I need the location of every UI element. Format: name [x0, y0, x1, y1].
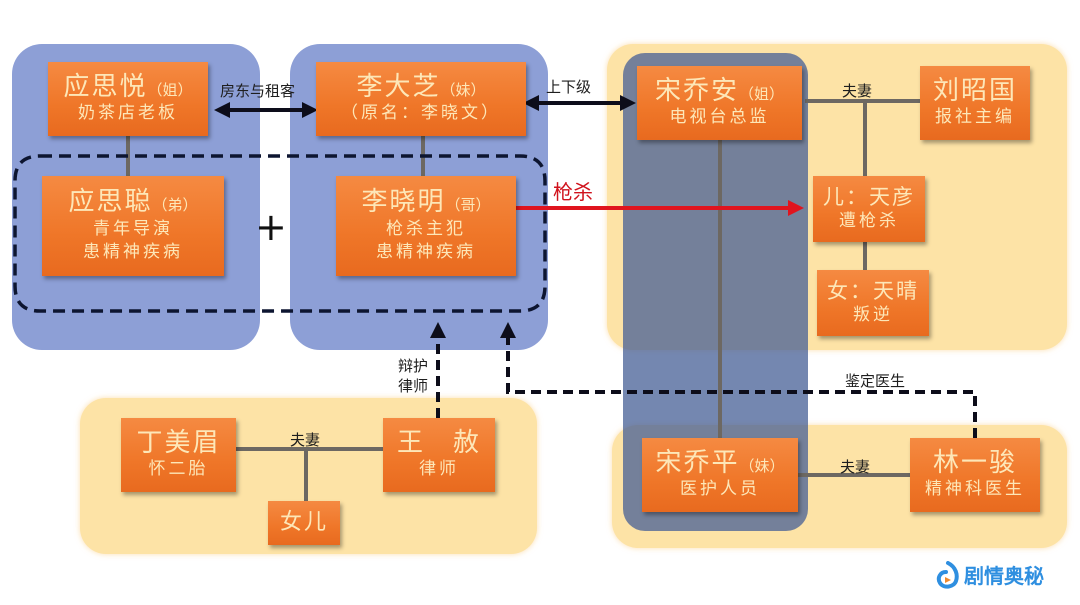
person-name: 应思悦（姐）: [63, 71, 193, 102]
child-line-tianqing: [863, 242, 867, 272]
person-name: 女儿: [279, 510, 328, 536]
person-card-liu-zhaoguo[interactable]: 刘昭国 报社主编: [920, 66, 1030, 140]
person-card-ding-meimei[interactable]: 丁美眉 怀二胎: [121, 418, 236, 492]
person-role: 奶茶店老板: [78, 103, 178, 124]
person-role: （原名：李晓文）: [341, 103, 501, 124]
person-card-tianqing[interactable]: 女：天晴 叛逆: [817, 270, 929, 336]
person-name: 应思聪（弟）: [68, 187, 198, 218]
person-role: 怀二胎: [148, 459, 209, 480]
person-role: 报社主编: [935, 107, 1015, 128]
person-role: 患精神疾病: [83, 241, 183, 262]
watermark-text: 剧情奥秘: [964, 564, 1044, 588]
person-role: 电视台总监: [669, 107, 770, 128]
person-name: 宋乔平（妹）: [655, 447, 785, 478]
label-couple-wang-ding: 夫妻: [290, 431, 321, 449]
person-card-song-qiaoan[interactable]: 宋乔安（姐） 电视台总监: [637, 66, 802, 140]
label-couple-song-lin: 夫妻: [840, 458, 871, 476]
person-role: 律师: [419, 459, 459, 480]
person-role: 精神科医生: [925, 479, 1025, 500]
appraisal-doctor-arrow: [500, 322, 977, 438]
person-name: 王 赦: [396, 427, 481, 458]
label-defense-lawyer: 辩护 律师: [398, 356, 428, 396]
person-card-li-xiaoming[interactable]: 李晓明（哥） 枪杀主犯 患精神疾病: [336, 176, 516, 276]
person-card-lin-yijun[interactable]: 林一骏 精神科医生: [910, 438, 1040, 512]
label-shooting: 枪杀: [553, 180, 593, 204]
person-name: 丁美眉: [136, 427, 221, 458]
person-role: 遭枪杀: [839, 210, 899, 231]
label-appraisal-doctor: 鉴定医生: [845, 372, 906, 390]
person-card-ying-siyue[interactable]: 应思悦（姐） 奶茶店老板: [48, 62, 208, 136]
person-role: 枪杀主犯: [386, 219, 466, 239]
person-card-daughter[interactable]: 女儿: [268, 501, 340, 545]
mental-illness-dashed-box: [13, 154, 547, 313]
person-card-ying-sicong[interactable]: 应思聪（弟） 青年导演 患精神疾病: [42, 176, 224, 276]
person-name: 林一骏: [932, 447, 1017, 478]
person-card-song-qiaoping[interactable]: 宋乔平（妹） 医护人员: [642, 438, 798, 512]
label-landlord-tenant: 房东与租客: [220, 82, 296, 100]
couple-line-song-lin: [798, 473, 910, 477]
person-name: 儿：天彦: [823, 185, 915, 210]
watermark-logo-icon: [936, 560, 959, 589]
person-name: 宋乔安（姐）: [654, 75, 785, 106]
plus-sign: +: [255, 205, 287, 249]
label-couple-song-liu: 夫妻: [842, 82, 873, 100]
couple-line-song-liu: [805, 99, 920, 103]
person-name: 刘昭国: [932, 75, 1017, 106]
label-defense-lawyer-line2: 律师: [398, 377, 429, 395]
person-card-wang-she[interactable]: 王 赦 律师: [383, 418, 495, 492]
person-role: 叛逆: [853, 304, 893, 325]
person-name: 李晓明（哥）: [361, 187, 491, 218]
watermark: 剧情奥秘: [936, 560, 1044, 589]
person-role: 患精神疾病: [376, 241, 476, 262]
couple-line-wang-ding: [236, 447, 384, 451]
label-superior-subordinate: 上下级: [546, 78, 592, 96]
person-card-li-dazhi[interactable]: 李大芝（妹） （原名：李晓文）: [316, 62, 526, 136]
person-name: 女：天晴: [827, 279, 919, 304]
child-line-song-liu: [863, 101, 867, 181]
sibling-line-song: [718, 140, 722, 438]
label-defense-lawyer-line1: 辩护: [398, 357, 429, 375]
person-name: 李大芝（妹）: [356, 71, 486, 102]
child-line-wang-ding: [304, 449, 308, 501]
person-card-tianyan[interactable]: 儿：天彦 遭枪杀: [813, 176, 925, 242]
person-role: 医护人员: [680, 479, 760, 500]
person-role: 青年导演: [93, 219, 173, 239]
